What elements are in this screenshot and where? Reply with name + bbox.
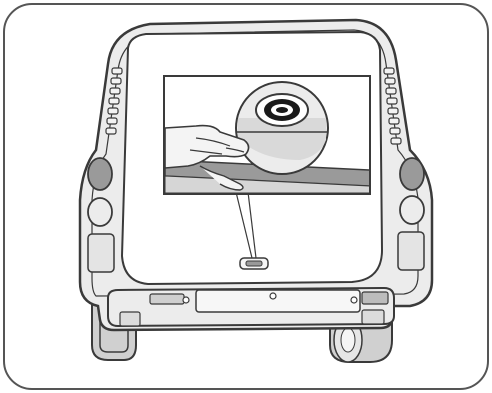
left-tail-lights — [88, 158, 114, 272]
door-handle — [240, 258, 268, 269]
handle-detail-inset — [164, 76, 370, 194]
magnifier — [236, 82, 328, 174]
right-tail-lights — [398, 158, 424, 270]
rear-bumper — [108, 288, 394, 326]
